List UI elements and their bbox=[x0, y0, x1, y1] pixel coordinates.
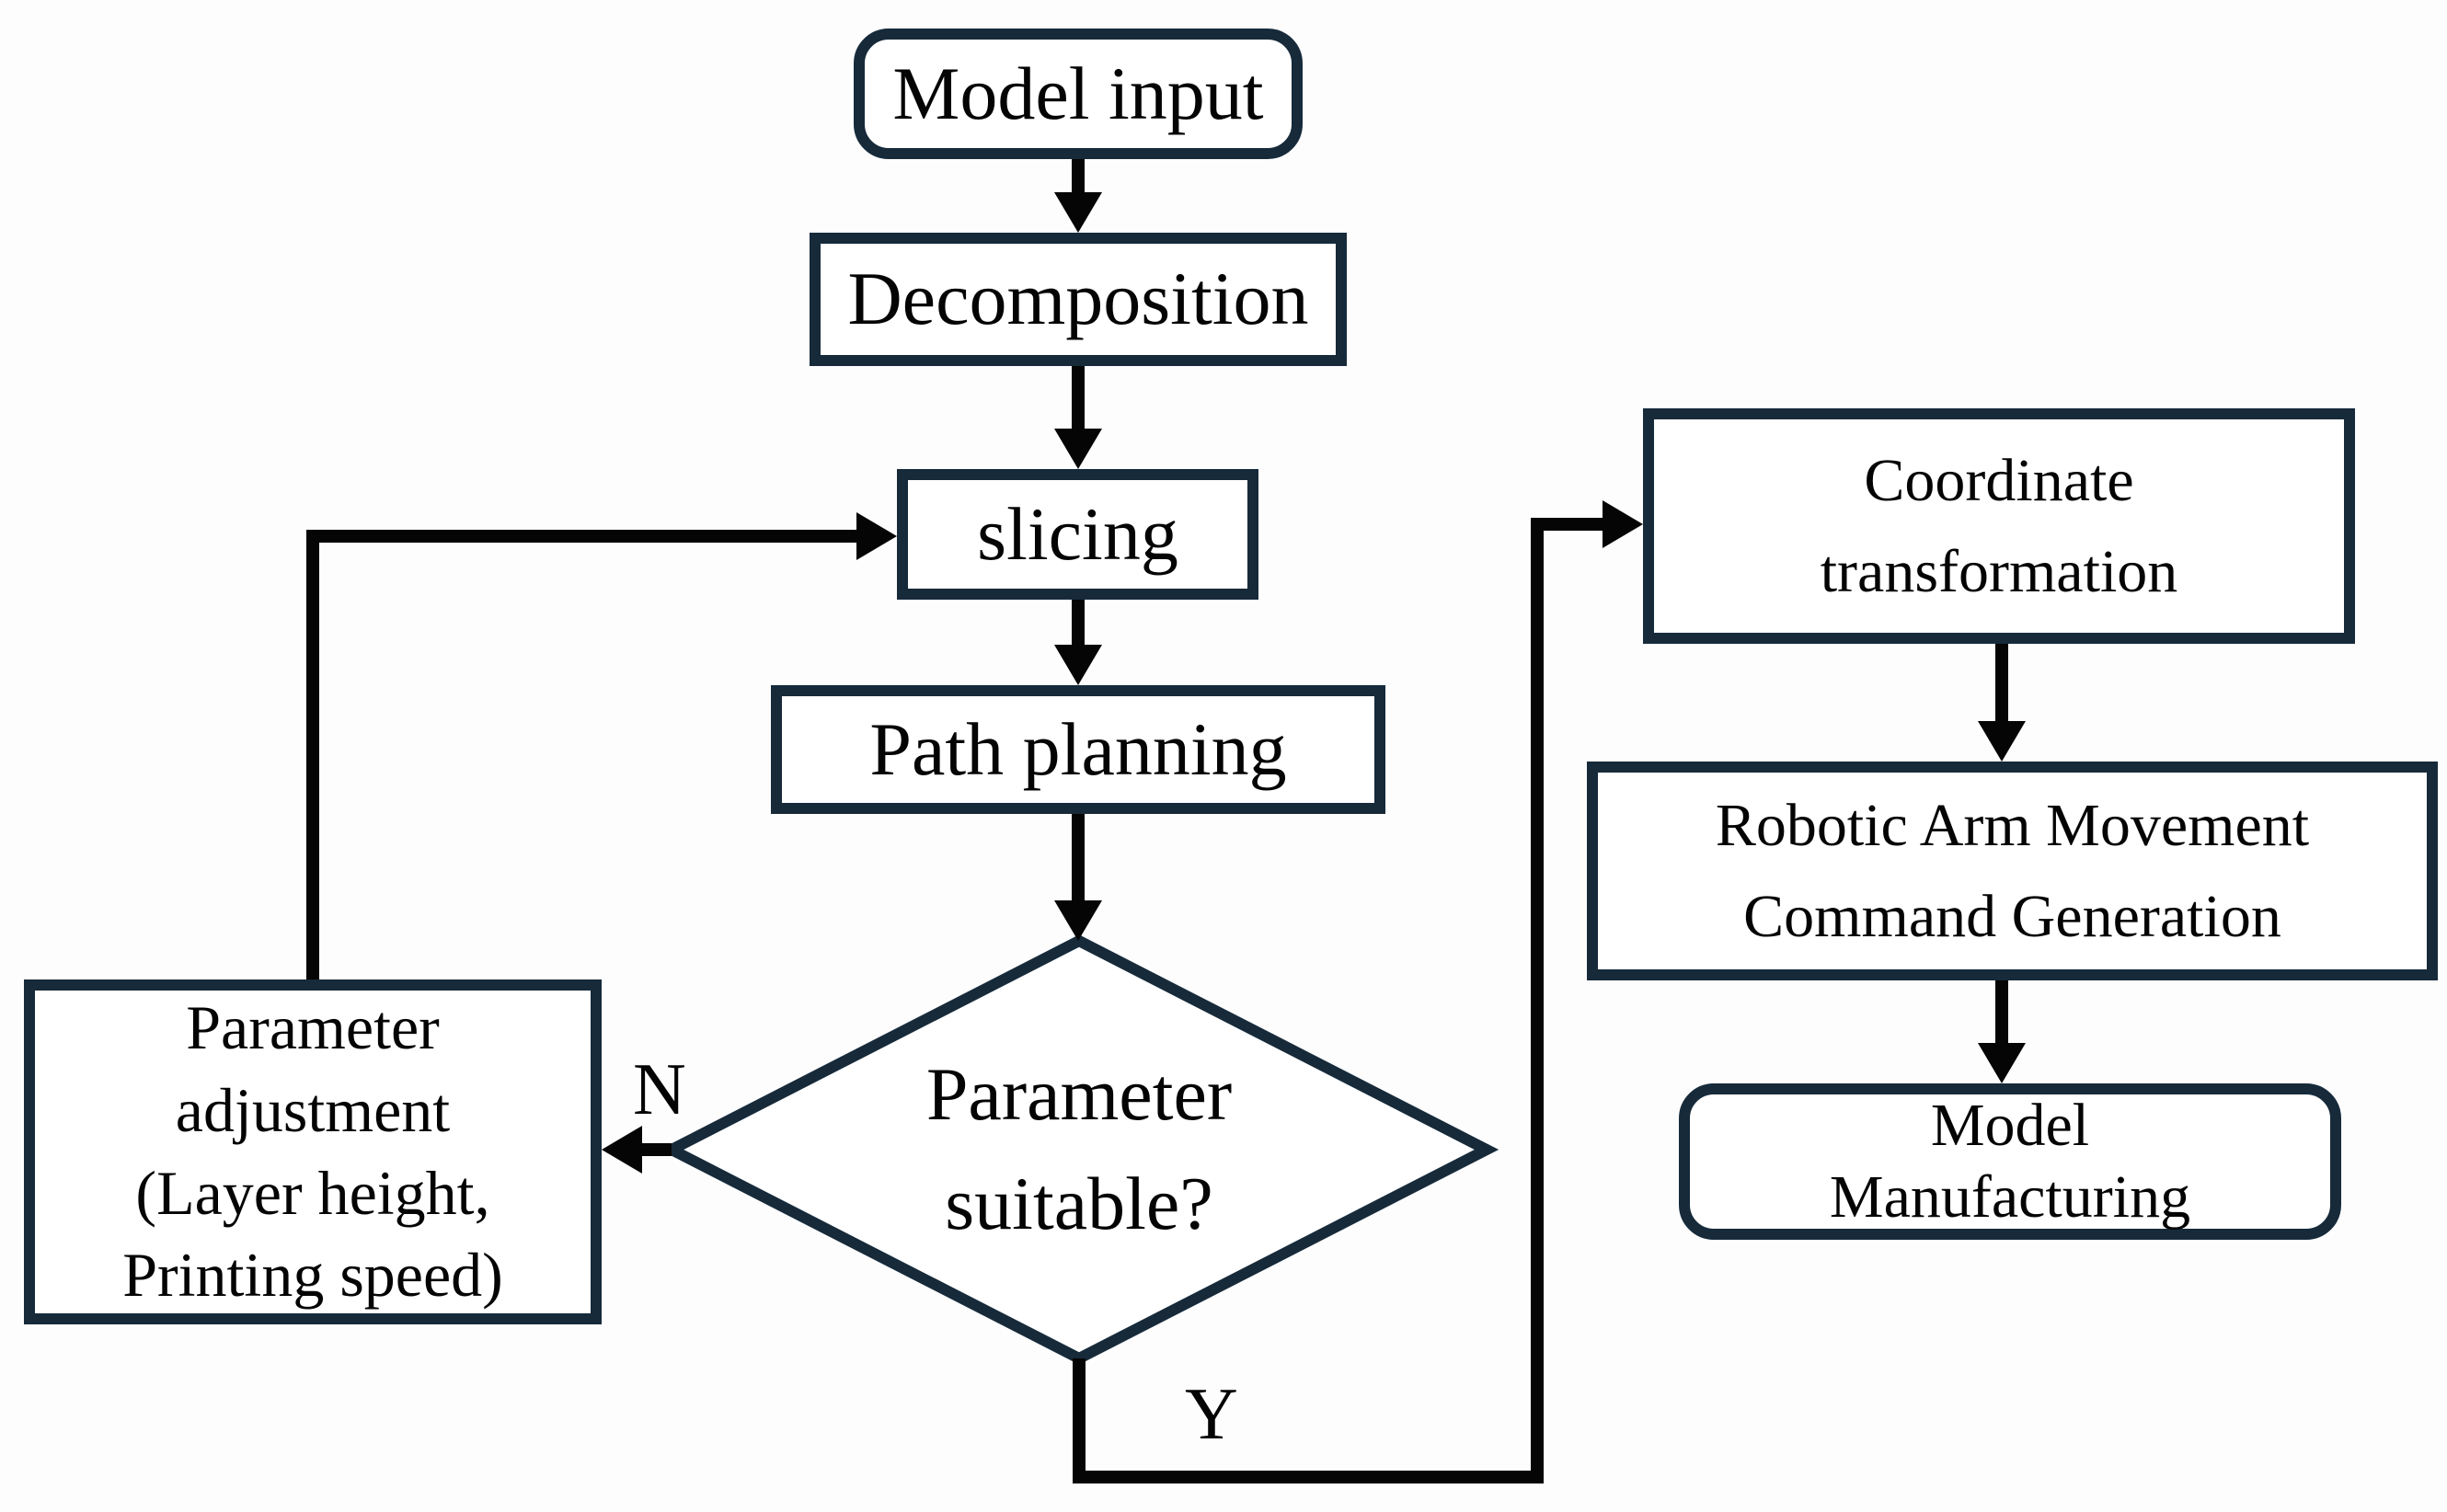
arrow-slicing-to-path-planning bbox=[1054, 600, 1102, 685]
arrow-parameter-adjustment-to-slicing bbox=[306, 512, 897, 979]
arrow-model-input-to-decomposition bbox=[1054, 159, 1102, 233]
node-model-manufacturing: Model Manufacturing bbox=[1679, 1083, 2341, 1240]
edge-label-no: N bbox=[633, 1049, 686, 1130]
edge-label-yes: Y bbox=[1185, 1374, 1238, 1455]
node-slicing: slicing bbox=[897, 469, 1258, 600]
arrow-decision-no-to-parameter-adjustment bbox=[602, 1126, 672, 1174]
arrow-decomposition-to-slicing bbox=[1054, 366, 1102, 469]
node-coordinate-transformation: Coordinate transformation bbox=[1643, 408, 2355, 644]
arrow-decision-yes-to-coordinate-transformation bbox=[1073, 500, 1643, 1483]
node-robotic-arm-command: Robotic Arm Movement Command Generation bbox=[1587, 762, 2438, 980]
node-model-input: Model input bbox=[854, 29, 1303, 159]
arrow-robotic-arm-to-model-manufacturing bbox=[1978, 980, 2026, 1083]
arrow-coordinate-transformation-to-robotic-arm bbox=[1978, 639, 2026, 762]
node-decision-parameter-suitable: Parameter suitable? bbox=[925, 1052, 1233, 1245]
arrow-path-planning-to-decision bbox=[1054, 814, 1102, 941]
node-path-planning: Path planning bbox=[771, 685, 1385, 814]
node-parameter-adjustment: Parameter adjustment (Layer height, Prin… bbox=[24, 979, 602, 1324]
node-decomposition: Decomposition bbox=[810, 233, 1347, 366]
